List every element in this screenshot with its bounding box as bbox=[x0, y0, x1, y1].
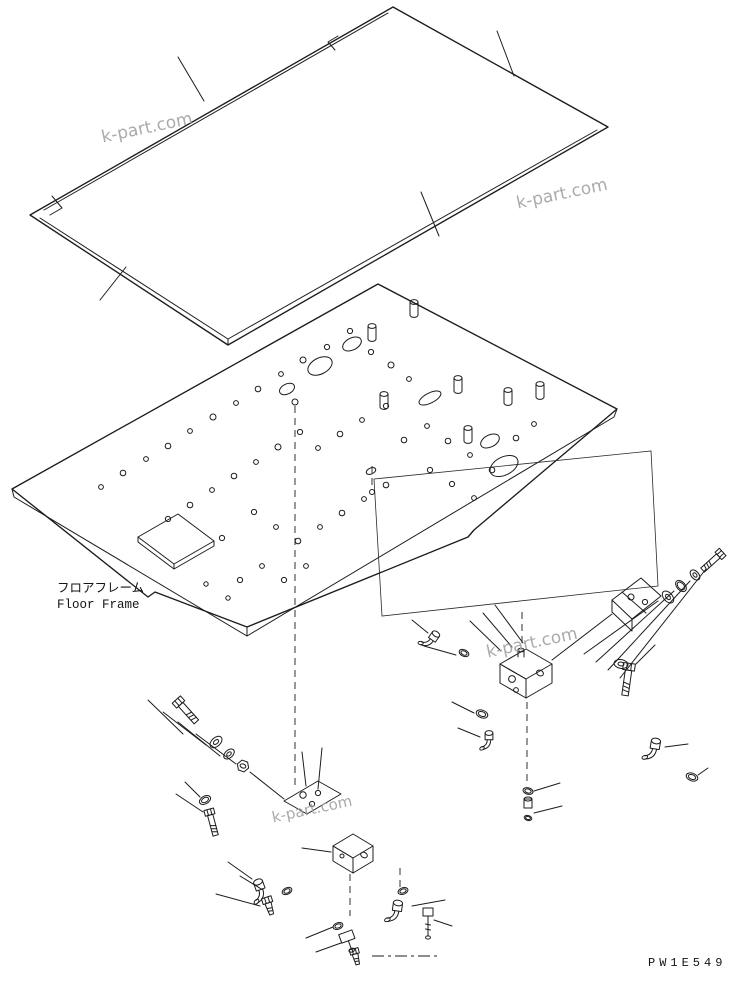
elbow-fitting-below-block bbox=[478, 730, 494, 752]
straight-fitting-under-block bbox=[523, 796, 533, 809]
o-ring-h bbox=[521, 786, 535, 796]
straight-fitting-center bbox=[422, 907, 434, 940]
bolt-angled-left bbox=[171, 695, 201, 727]
plug-a bbox=[260, 895, 277, 917]
o-ring-e bbox=[684, 770, 700, 784]
valve-block-right bbox=[499, 647, 553, 699]
watermark-1: k-part.com bbox=[100, 109, 195, 148]
under-panel-outline bbox=[373, 450, 659, 617]
o-ring-a bbox=[197, 793, 213, 807]
frame-small-holes bbox=[98, 327, 537, 601]
drawing-number: PW1E549 bbox=[648, 956, 726, 970]
top-leader-lines bbox=[99, 30, 515, 301]
o-ring-d bbox=[396, 885, 410, 897]
floor-frame-plate bbox=[11, 283, 618, 637]
frame-label-jp: フロアフレーム bbox=[57, 582, 144, 596]
dashed-connectors bbox=[294, 406, 528, 957]
o-ring-c bbox=[331, 920, 345, 932]
washer-left-2 bbox=[221, 746, 237, 762]
plug-b bbox=[348, 947, 363, 967]
watermark-3: k-part.com bbox=[485, 624, 580, 663]
o-ring-i bbox=[523, 814, 533, 822]
frame-standoffs bbox=[367, 299, 545, 444]
floor-mat-sheet bbox=[29, 6, 609, 346]
mat-notch-top bbox=[327, 35, 339, 51]
valve-block-left bbox=[332, 833, 374, 874]
o-ring-g bbox=[474, 707, 490, 721]
elbow-fitting-far-right bbox=[640, 735, 662, 763]
o-ring-b bbox=[280, 885, 294, 897]
tee-fitting-bottom bbox=[338, 929, 356, 953]
watermark-4: k-part.com bbox=[270, 792, 354, 827]
watermark-2: k-part.com bbox=[515, 175, 610, 214]
leader-lines bbox=[147, 568, 709, 953]
mat-notch-left bbox=[49, 195, 63, 216]
frame-large-holes bbox=[279, 336, 519, 478]
o-ring-f bbox=[457, 647, 471, 659]
frame-rect-cutout bbox=[137, 513, 215, 570]
elbow-fitting-block-left bbox=[416, 625, 442, 653]
bolt-vertical-right bbox=[618, 661, 636, 697]
mounting-bracket bbox=[611, 577, 662, 632]
spring-washer-right bbox=[675, 579, 687, 593]
bolt-vertical-left bbox=[203, 807, 221, 838]
frame-label-en: Floor Frame bbox=[57, 598, 140, 612]
valve-plate-left bbox=[283, 780, 342, 815]
washer-right-2 bbox=[687, 567, 703, 583]
bolt-angled-right bbox=[698, 547, 727, 575]
elbow-fitting-center bbox=[383, 898, 404, 925]
nut-left bbox=[235, 758, 251, 774]
